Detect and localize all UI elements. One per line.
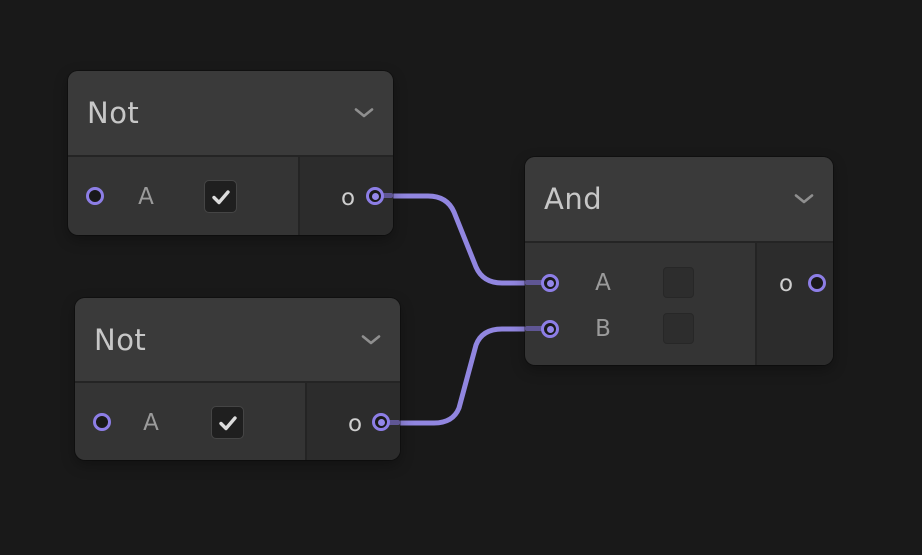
checkmark-icon <box>212 190 230 205</box>
port-dot <box>546 279 554 287</box>
input-label-b: B <box>595 316 611 342</box>
node-not-1[interactable]: Not A o <box>68 71 393 235</box>
port-dot <box>546 325 554 333</box>
output-port-o[interactable] <box>372 413 390 431</box>
input-port-a[interactable] <box>93 413 111 431</box>
port-dot <box>377 418 385 426</box>
node-title: Not <box>94 322 147 357</box>
node-title: And <box>544 182 603 216</box>
node-title: Not <box>87 96 140 130</box>
wire-stub <box>525 280 550 285</box>
output-label-o: o <box>778 271 794 297</box>
chevron-down-icon[interactable] <box>794 193 814 205</box>
node-header[interactable]: Not <box>75 298 400 383</box>
wire-not1-to-and-a[interactable] <box>372 193 553 286</box>
wire-stub <box>525 326 550 331</box>
input-port-b[interactable] <box>541 320 559 338</box>
node-and-1[interactable]: And A B o <box>525 157 833 365</box>
output-label-o: o <box>347 411 363 437</box>
checkbox-input-b-disabled <box>663 313 694 344</box>
checkbox-input-a[interactable] <box>204 180 237 213</box>
wire-stub <box>381 420 400 425</box>
output-port-o[interactable] <box>808 274 826 292</box>
node-not-2[interactable]: Not A o <box>75 298 400 460</box>
output-label-o: o <box>340 185 356 211</box>
output-port-o[interactable] <box>366 187 384 205</box>
chevron-down-icon[interactable] <box>361 334 381 346</box>
input-label-a: A <box>138 184 154 210</box>
checkbox-input-a[interactable] <box>211 406 244 439</box>
checkmark-icon <box>219 416 237 431</box>
input-port-a[interactable] <box>541 274 559 292</box>
node-header[interactable]: And <box>525 157 833 243</box>
chevron-down-icon[interactable] <box>354 107 374 119</box>
input-port-a[interactable] <box>86 187 104 205</box>
port-dot <box>371 192 379 200</box>
input-label-a: A <box>595 270 611 296</box>
input-label-a: A <box>143 410 159 436</box>
checkbox-input-a-disabled <box>663 267 694 298</box>
node-header[interactable]: Not <box>68 71 393 157</box>
output-section <box>755 243 833 365</box>
wire-stub <box>375 193 393 198</box>
wire-not2-to-and-b[interactable] <box>378 326 553 426</box>
